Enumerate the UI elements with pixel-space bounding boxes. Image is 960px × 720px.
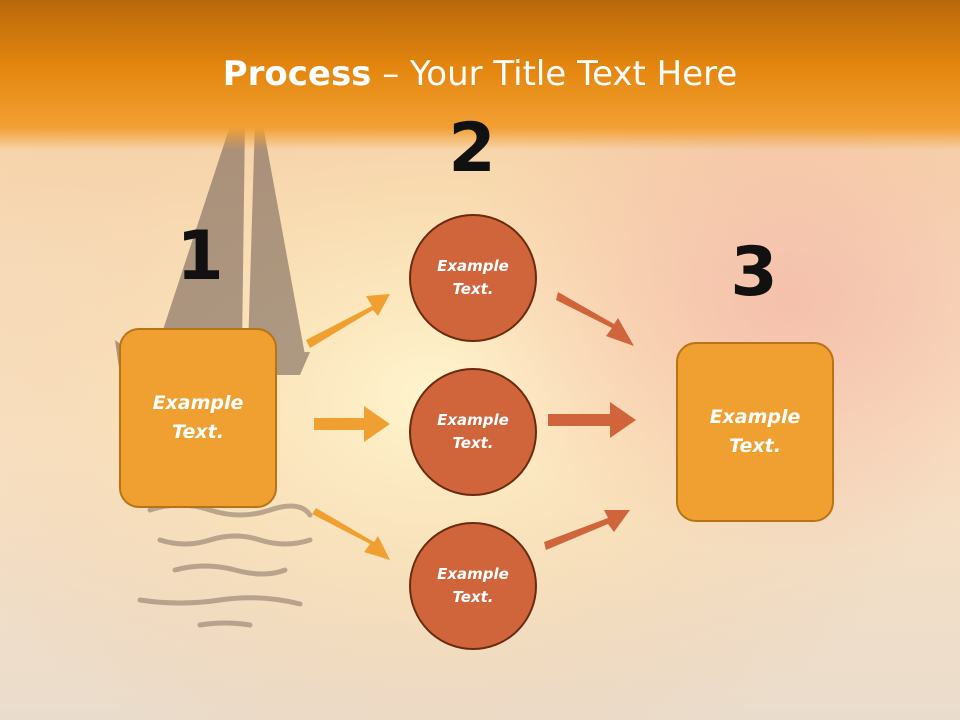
step-number-1: 1 (176, 217, 224, 296)
title-bold: Process (222, 54, 372, 94)
step-number-3: 3 (730, 233, 778, 312)
arrow-right-down (556, 292, 634, 346)
middle-circle-bottom: Example Text. (409, 522, 537, 650)
left-step-box-text: Example Text. (152, 392, 244, 443)
circle-center-text: Example Text. (437, 411, 509, 452)
right-step-box: Example Text. (676, 342, 834, 522)
middle-circle-top: Example Text. (409, 214, 537, 342)
right-step-box-text: Example Text. (709, 406, 801, 457)
arrow-right-up (544, 510, 630, 550)
circle-bottom-text: Example Text. (437, 565, 509, 606)
middle-circle-center: Example Text. (409, 368, 537, 496)
arrow-left-down (312, 508, 390, 560)
arrow-right-middle (548, 402, 636, 438)
title-rest: – Your Title Text Here (371, 54, 738, 94)
slide-title: Process – Your Title Text Here (0, 52, 960, 96)
circle-top-text: Example Text. (437, 257, 509, 298)
arrow-left-middle (314, 406, 390, 442)
step-number-2: 2 (448, 109, 496, 188)
title-bar (0, 0, 960, 150)
arrow-left-up (306, 294, 390, 348)
left-step-box: Example Text. (119, 328, 277, 508)
